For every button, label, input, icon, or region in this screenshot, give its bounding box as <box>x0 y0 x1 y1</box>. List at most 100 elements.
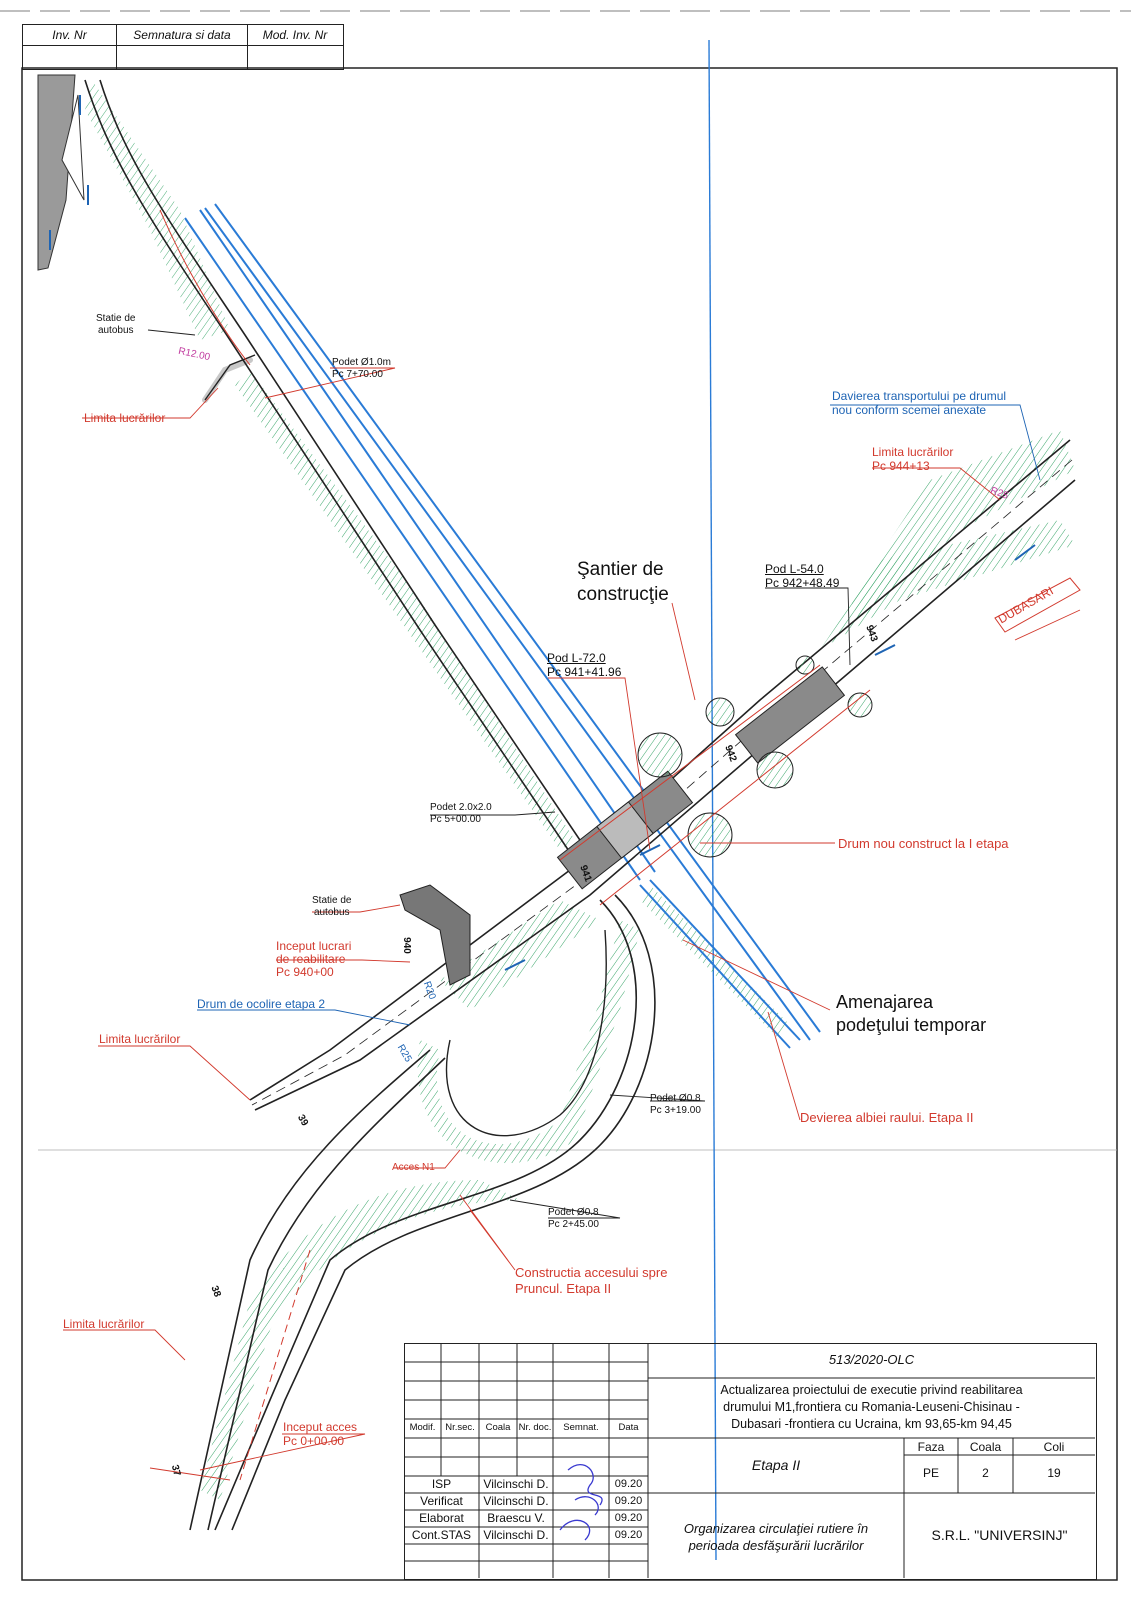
header-modif: Modif. <box>409 1422 436 1433</box>
bus-stop-1-line2: autobus <box>97 325 134 336</box>
abutment-cone-2 <box>705 697 735 727</box>
podet-1m-line2: Pc 7+70.00 <box>332 369 383 380</box>
embankment-river-right <box>640 885 790 1040</box>
santier-line1: Şantier de <box>577 559 664 580</box>
construction-outlines <box>159 209 871 1481</box>
pod54-line1: Pod L-54.0 <box>765 562 824 576</box>
project-description: Actualizarea proiectului de executie pri… <box>648 1382 1095 1433</box>
date-cont-stas: 09.20 <box>614 1529 643 1541</box>
drawing-frame <box>21 67 1118 1581</box>
podet-2x2-label: Podet 2.0x2.0 Pc 5+00.00 <box>430 802 492 826</box>
abutment-cone-4 <box>687 812 733 858</box>
podet08b-line1: Podet Ø0.8 <box>548 1207 599 1218</box>
limita2-line2: Pc 944+13 <box>872 459 930 473</box>
pod72-line2: Pc 941+41.96 <box>547 665 622 679</box>
amenajarea-line2: podeţului temporar <box>836 1015 987 1035</box>
role-isp: ISP <box>431 1477 452 1491</box>
podet-08b-label: Podet Ø0.8 Pc 2+45.00 <box>548 1207 599 1231</box>
title-block-grid <box>404 1343 1095 1578</box>
loop-road <box>445 929 607 1137</box>
leader-lines <box>63 329 1081 1481</box>
header-semnat: Semnat. <box>563 1422 599 1433</box>
abutment-cone-6 <box>795 655 815 675</box>
river-channel <box>184 203 821 1049</box>
drum-ocolire-label: Drum de ocolire etapa 2 <box>197 997 326 1011</box>
date-isp: 09.20 <box>614 1478 643 1490</box>
inceput-acces-line1: Inceput acces <box>283 1420 358 1434</box>
date-verificat: 09.20 <box>614 1495 643 1507</box>
abutment-cone-3 <box>756 751 794 789</box>
faza-header: Faza <box>917 1440 945 1454</box>
grid-vertical-line <box>708 39 717 1561</box>
davierea-line2: nou conform scemei anexate <box>832 403 987 417</box>
embankment-right-mid <box>820 520 1075 650</box>
stage-label: Etapa II <box>751 1457 801 1473</box>
coli-value: 19 <box>1047 1466 1061 1480</box>
description-line1: Actualizarea proiectului de executie pri… <box>720 1383 1023 1397</box>
pod-l72-label: Pod L-72.0 Pc 941+41.96 <box>547 651 621 679</box>
podet08a-line2: Pc 3+19.00 <box>650 1105 701 1116</box>
role-cont-stas: Cont.STAS <box>411 1528 472 1542</box>
traffic-arrows <box>49 95 1036 971</box>
pod72-line1: Pod L-72.0 <box>547 651 606 665</box>
bus-stop-label-1: Statie de autobus <box>96 313 135 337</box>
name-cont-stas: Vilcinschi D. <box>483 1528 549 1542</box>
podet08a-line1: Podet Ø0.8 <box>650 1093 701 1104</box>
inceput-reab-line2: de reabilitare <box>276 952 346 966</box>
company-name: S.R.L. "UNIVERSINJ" <box>931 1527 1068 1543</box>
header-data: Data <box>618 1422 639 1433</box>
name-elaborat: Braescu V. <box>487 1511 545 1525</box>
upper-left-road <box>84 79 591 861</box>
coala-value: 2 <box>982 1466 989 1480</box>
limita-lucrarilor-label-3: Limita lucrărilor <box>99 1032 181 1046</box>
bridge-l72 <box>556 770 694 890</box>
podet08b-line2: Pc 2+45.00 <box>548 1219 599 1230</box>
title-block <box>404 1343 1097 1580</box>
bus-stop-spur-1-edge <box>204 354 256 401</box>
mod-inv-header: Mod. Inv. Nr <box>262 28 328 42</box>
amenajarea-label: Amenajarea podeţului temporar <box>836 991 986 1037</box>
constructia-label: Constructia accesului spre Pruncul. Etap… <box>515 1265 667 1297</box>
constructia-line1: Constructia accesului spre <box>515 1265 668 1280</box>
name-isp: Vilcinschi D. <box>483 1477 549 1491</box>
embankment-left-mid <box>235 370 575 850</box>
project-number: 513/2020-OLC <box>828 1352 915 1367</box>
abutment-cone-5 <box>847 692 873 718</box>
drum-nou-label: Drum nou construct la I etapa <box>838 836 1009 851</box>
limita-lucrarilor-label-2: Limita lucrărilor Pc 944+13 <box>872 445 953 473</box>
role-verificat: Verificat <box>420 1494 463 1508</box>
podet-08a-label: Podet Ø0.8 Pc 3+19.00 <box>650 1093 701 1117</box>
inceput-reab-line1: Inceput lucrari <box>276 939 352 953</box>
inventory-row <box>23 45 343 69</box>
devierea-albiei-label: Devierea albiei raului. Etapa II <box>800 1110 974 1125</box>
description-line2: drumului M1,frontiera cu Romania-Leuseni… <box>723 1400 1020 1414</box>
davierea-line1: Davierea transportului pe drumul <box>832 389 1007 403</box>
inv-nr-header: Inv. Nr <box>23 25 117 45</box>
bus-stop-2-line2: autobus <box>313 907 350 918</box>
amenajarea-line1: Amenajarea <box>836 992 934 1012</box>
name-verificat: Vilcinschi D. <box>483 1494 549 1508</box>
inceput-acces-line2: Pc 0+00.00 <box>283 1434 345 1448</box>
coala-header: Coala <box>969 1440 1002 1454</box>
limita-lucrarilor-label-4: Limita lucrărilor <box>63 1317 145 1331</box>
description-line3: Dubasari -frontiera cu Ucraina, km 93,65… <box>731 1417 1012 1431</box>
date-elaborat: 09.20 <box>614 1512 643 1524</box>
header-nr-doc: Nr. doc. <box>518 1422 552 1433</box>
podet-1m-line1: Podet Ø1.0m <box>332 357 391 368</box>
podet2x2-line2: Pc 5+00.00 <box>430 814 481 825</box>
bus-stop-2-line1: Statie de <box>312 895 352 906</box>
header-coala: Coala <box>485 1422 511 1433</box>
header-nr-sec: Nr.sec. <box>445 1422 475 1433</box>
inventory-box: Inv. Nr Semnatura si data Mod. Inv. Nr <box>22 24 344 70</box>
davierea-label: Davierea transportului pe drumul nou con… <box>832 389 1006 417</box>
role-elaborat: Elaborat <box>419 1511 464 1525</box>
podet-1m-label: Podet Ø1.0m Pc 7+70.00 <box>332 357 391 381</box>
drawing-title: Organizarea circulaţiei rutiere în perio… <box>648 1520 904 1554</box>
lower-access-road <box>189 894 656 1531</box>
junction-island-inner <box>61 94 85 201</box>
semnatura-header: Semnatura si data <box>117 25 248 45</box>
pod54-line2: Pc 942+48.49 <box>765 576 840 590</box>
santier-label: Şantier de construcţie <box>577 557 669 607</box>
